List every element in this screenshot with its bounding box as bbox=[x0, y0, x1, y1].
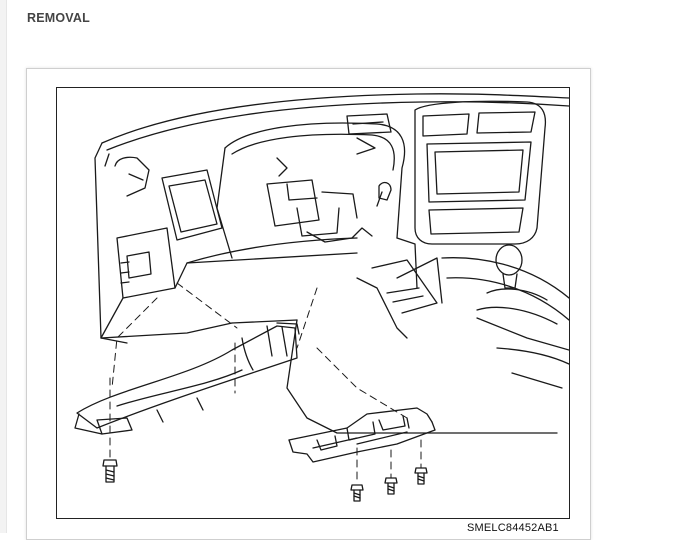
page-edge bbox=[0, 0, 7, 533]
air-duct bbox=[74, 322, 300, 435]
center-stack bbox=[396, 100, 547, 304]
figure-frame: SMELC84452AB1 bbox=[26, 68, 591, 540]
under-cover bbox=[288, 407, 436, 463]
dashboard-removal-illustration bbox=[56, 87, 570, 519]
figure-code: SMELC84452AB1 bbox=[467, 522, 559, 534]
center-bracket bbox=[266, 157, 392, 243]
glovebox-panel bbox=[100, 169, 358, 339]
center-console bbox=[356, 244, 569, 389]
cover-bolt-icon bbox=[384, 477, 398, 495]
section-heading: REMOVAL bbox=[27, 11, 90, 25]
dash-lower-edge bbox=[100, 319, 558, 434]
dashboard-top bbox=[94, 93, 569, 344]
guide-lines bbox=[109, 282, 422, 484]
cluster-hood bbox=[216, 113, 406, 259]
cover-bolt-icon bbox=[350, 484, 364, 502]
duct-bolt-icon bbox=[102, 459, 118, 483]
cover-bolt-icon bbox=[414, 467, 428, 485]
